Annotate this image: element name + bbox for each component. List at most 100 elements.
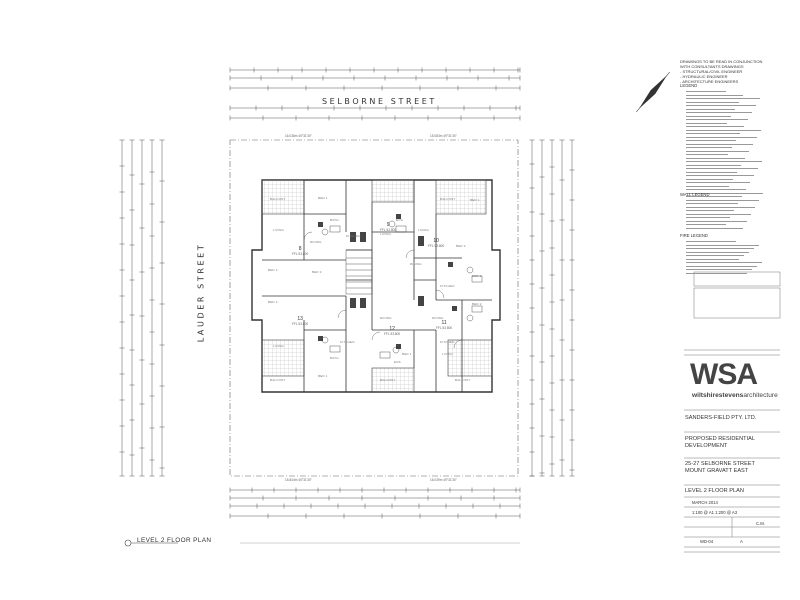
room-label: BALCONY <box>270 378 286 382</box>
room-label: BED 2 <box>472 274 482 278</box>
street-label-north: SELBORNE STREET <box>322 97 437 106</box>
revision: A <box>740 539 743 544</box>
north-arrow-icon <box>636 71 670 113</box>
legend-row <box>686 129 761 132</box>
room-label: BED 2 <box>268 268 278 272</box>
room-label: BATH <box>330 356 339 360</box>
room-label: BED 3 <box>312 270 322 274</box>
wall-legend-heading: WALL LEGEND <box>680 192 710 197</box>
legend-row <box>686 181 750 184</box>
legend-row <box>686 265 757 268</box>
legend-row <box>686 220 747 223</box>
room-label: LIVING <box>273 228 285 232</box>
legend-row <box>686 244 759 247</box>
legend-row <box>686 227 743 230</box>
title-block-frame <box>684 271 781 553</box>
bearing-top-left: 16.038m 45°31'30" <box>285 134 312 138</box>
legend-row <box>686 136 757 139</box>
drawn-by: C.M. <box>756 521 765 526</box>
room-label: DINING <box>432 316 444 320</box>
legend-row <box>686 247 754 250</box>
room-label: DINING <box>380 316 392 320</box>
legend-row <box>686 101 739 104</box>
bearing-bottom-right: 16.039m 49°31'30" <box>430 478 457 482</box>
room-label: BALCONY <box>455 378 471 382</box>
dimension-strings-top <box>229 67 521 121</box>
room-label: BED 1 <box>402 352 412 356</box>
dimension-strings-left <box>119 139 165 477</box>
legend-row <box>686 195 742 198</box>
legend-row <box>686 258 739 261</box>
legend-row <box>686 261 762 264</box>
legend-row <box>686 216 730 219</box>
legend-row <box>686 272 747 275</box>
client-name: SANDERS-FIELD PTY. LTD. <box>685 415 757 421</box>
room-label: BED 1 <box>318 374 328 378</box>
room-label: BED 2 <box>268 300 278 304</box>
room-label: BALCONY <box>270 197 286 201</box>
drawing-date: MARCH 2014 <box>692 500 718 505</box>
room-label: ENS <box>396 218 403 222</box>
legend-row <box>686 209 734 212</box>
room-label: KITCHEN <box>346 234 361 238</box>
project-title: PROPOSED RESIDENTIAL DEVELOPMENT <box>685 436 755 449</box>
legend-row <box>686 143 753 146</box>
legend-row <box>686 160 762 163</box>
room-label: KITCHEN <box>440 340 455 344</box>
room-label: LIVING <box>442 352 454 356</box>
room-label: KITCHEN <box>440 284 455 288</box>
room-label: DINING <box>410 262 422 266</box>
section-marker <box>124 539 520 547</box>
firm-logo: WSA <box>690 358 758 391</box>
legend-row <box>686 240 736 243</box>
legend-row <box>686 188 746 191</box>
general-notes: DRAWINGS TO BE READ IN CONJUNCTION WITH … <box>680 59 763 84</box>
dimension-strings-right <box>529 139 575 477</box>
legend-row <box>686 139 736 142</box>
legend-heading: LEGEND <box>680 83 698 88</box>
legend-row <box>686 185 729 188</box>
legend-row <box>686 213 751 216</box>
drawing-label-bottom: LEVEL 2 FLOOR PLAN <box>137 537 212 544</box>
street-label-west: LAUDER STREET <box>196 242 206 343</box>
legend-row <box>686 223 726 226</box>
legend-row <box>686 94 743 97</box>
legend-row <box>686 97 760 100</box>
room-label: BALCONY <box>380 378 396 382</box>
room-label: LIVING <box>380 232 392 236</box>
dimension-strings-bottom <box>229 487 521 519</box>
room-label: BED 3 <box>456 244 466 248</box>
legend-row <box>686 251 749 254</box>
legend-row <box>686 153 728 156</box>
room-label: BED 1 <box>318 196 328 200</box>
room-label: BED 2 <box>472 302 482 306</box>
legend-row <box>686 90 726 93</box>
legend-row <box>686 118 748 121</box>
legend-row <box>686 202 738 205</box>
room-label: BALCONY <box>440 197 456 201</box>
site-boundary <box>229 139 519 477</box>
legend-row <box>686 122 727 125</box>
legend-row <box>686 108 735 111</box>
bearing-bottom-left: 15.844m 45°31'30" <box>285 478 312 482</box>
room-label: KITCHEN <box>340 340 355 344</box>
legend-row <box>686 199 759 202</box>
legend-row <box>686 150 749 153</box>
fire-legend-heading: FIRE LEGEND <box>680 233 708 238</box>
drawing-title: LEVEL 2 FLOOR PLAN <box>685 488 744 494</box>
firm-name: wiltshirestevensarchitecture <box>692 392 778 399</box>
legend-row <box>686 171 737 174</box>
legend-row <box>686 104 756 107</box>
bearing-top-right: 15.083m 49°31'30" <box>430 134 457 138</box>
room-label: DINING <box>310 240 322 244</box>
legend-row <box>686 125 744 128</box>
room-label: BATH <box>330 218 339 222</box>
legend-row <box>686 167 758 170</box>
legend-row <box>686 174 754 177</box>
legend-row <box>686 206 755 209</box>
